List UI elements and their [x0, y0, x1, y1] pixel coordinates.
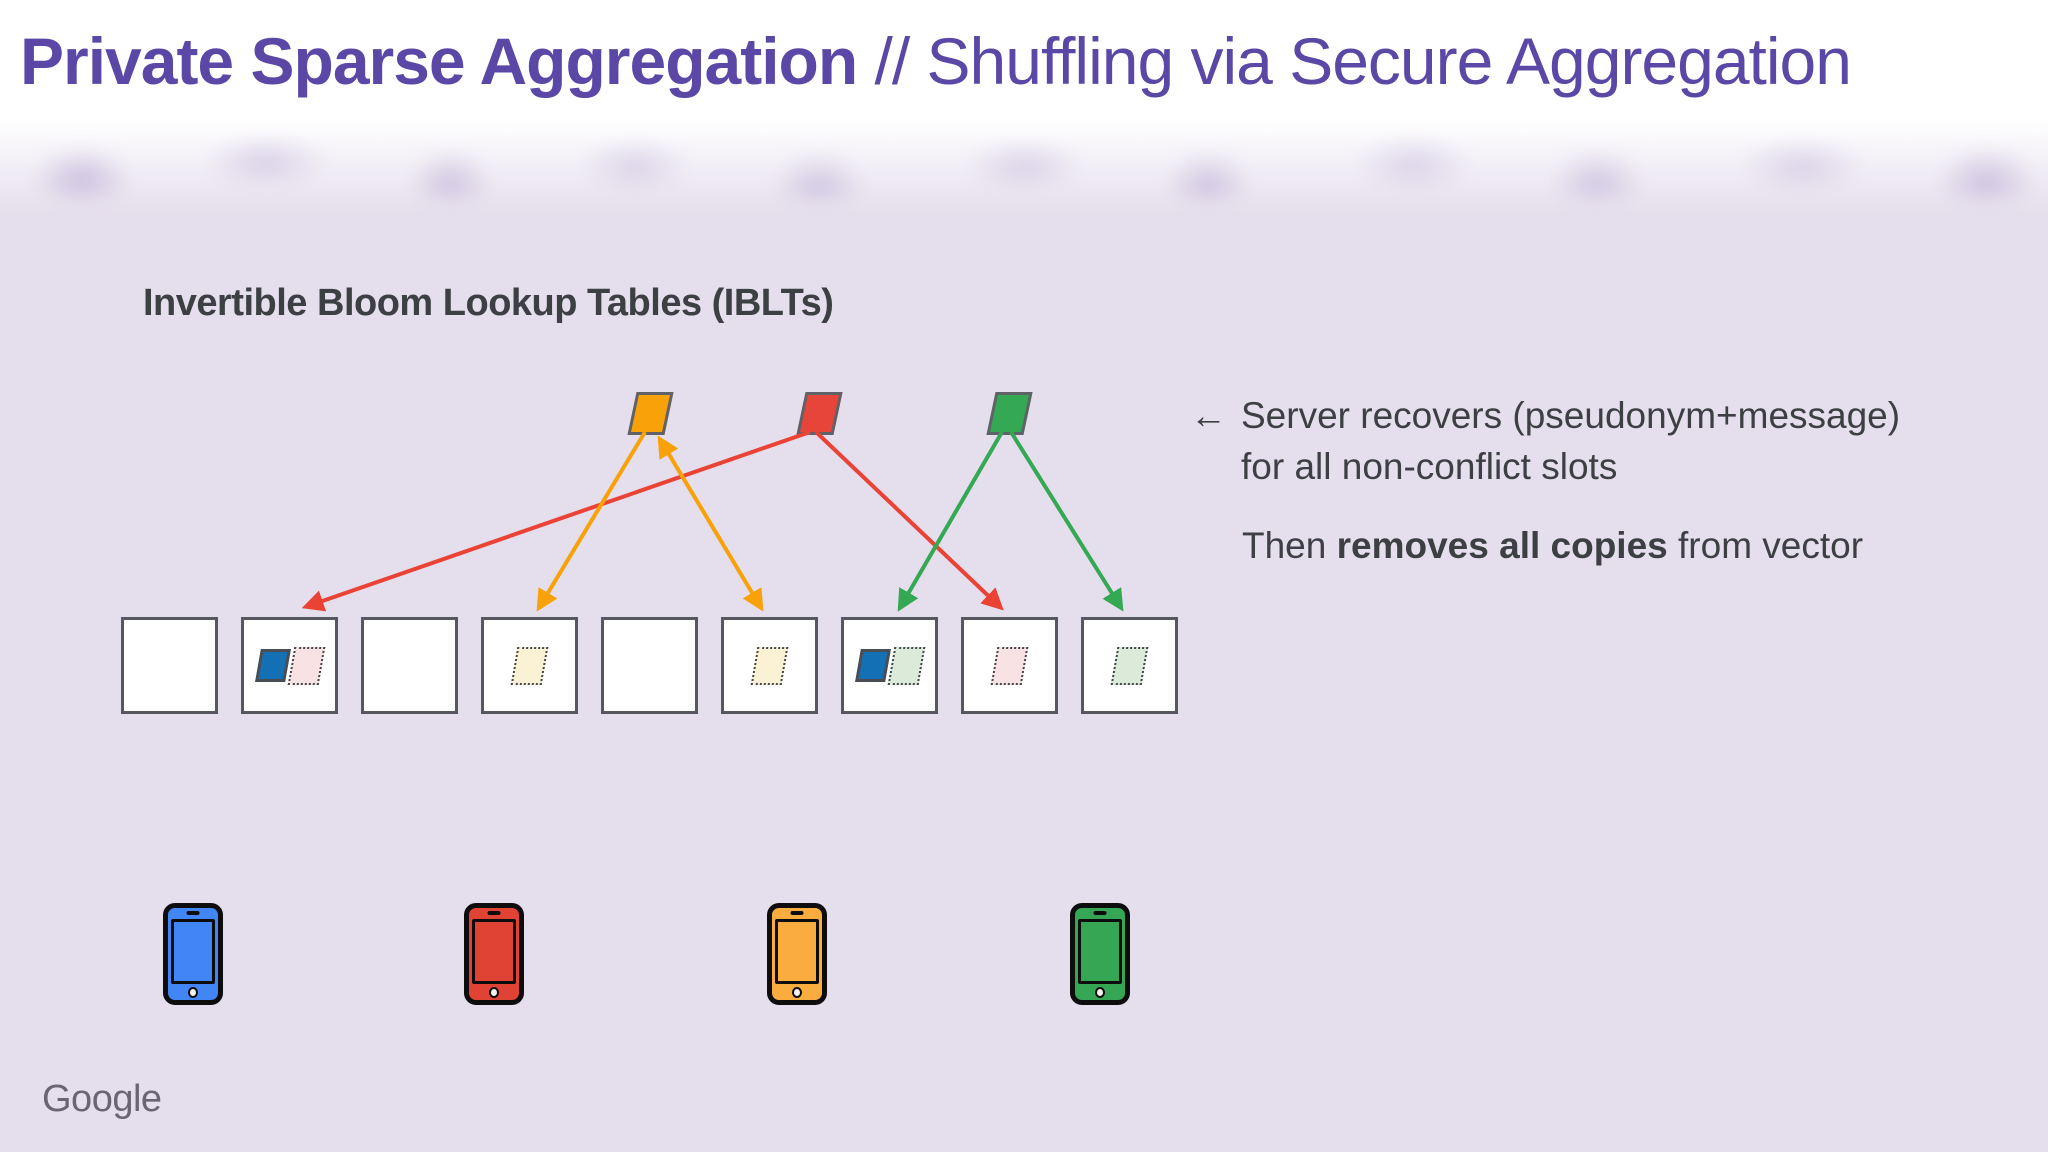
annotation-line-2: for all non-conflict slots	[1241, 446, 1618, 487]
iblt-slot-7	[841, 617, 938, 714]
left-arrow-glyph: ←	[1190, 395, 1227, 436]
phone-screen	[775, 919, 819, 984]
annotation-tail-text: from vector	[1667, 525, 1864, 566]
phone-home-button	[792, 986, 802, 998]
phone-speaker	[790, 911, 804, 915]
iblt-slot-8	[961, 617, 1058, 714]
google-logo: Google	[42, 1078, 162, 1120]
iblt-slot-2	[241, 617, 338, 714]
arrow-green-to-slot9	[1009, 430, 1124, 612]
slide-title-regular: // Shuffling via Secure Aggregation	[857, 24, 1851, 98]
arrow-orange-to-slot4	[536, 430, 647, 612]
phone-speaker	[487, 911, 501, 915]
iblt-slot-3	[361, 617, 458, 714]
annotation-line-1: Server recovers (pseudonym+message)	[1241, 395, 1901, 436]
recovered-item-orange-parallelogram	[627, 392, 674, 435]
slot-item-removed-red	[287, 646, 325, 685]
header-blur-band	[0, 116, 2048, 200]
phone-screen	[171, 919, 215, 984]
arrow-red-to-slot2	[301, 430, 811, 612]
iblt-slot-5	[601, 617, 698, 714]
phone-icon-red	[464, 903, 524, 1005]
slot-item-removed-orange	[510, 646, 549, 685]
slide-title: Private Sparse Aggregation // Shuffling …	[20, 24, 1852, 100]
phone-speaker	[1093, 911, 1107, 915]
slot-item-removed-green	[1110, 646, 1149, 685]
iblt-slot-1	[121, 617, 218, 714]
slot-item-removed-orange	[750, 646, 789, 685]
phone-screen	[472, 919, 516, 984]
phone-screen	[1078, 919, 1122, 984]
section-heading: Invertible Bloom Lookup Tables (IBLTs)	[143, 282, 834, 324]
phone-home-button	[188, 986, 198, 998]
arrow-red-to-slot8	[814, 430, 1004, 611]
phone-home-button	[1095, 986, 1105, 998]
arrow-orange-slot6-bidirectional	[657, 435, 764, 612]
phone-icon-orange	[767, 903, 827, 1005]
annotation-then-text: Then	[1242, 525, 1337, 566]
phone-home-button	[489, 986, 499, 998]
slot-item-removed-green	[887, 646, 925, 685]
recovered-item-red-parallelogram	[796, 392, 843, 435]
annotation: ← Server recovers (pseudonym+message) fo…	[1190, 390, 2020, 571]
phone-icon-blue	[163, 903, 223, 1005]
slot-item-removed-red	[990, 646, 1029, 685]
iblt-slot-9	[1081, 617, 1178, 714]
annotation-bold-text: removes all copies	[1336, 525, 1668, 566]
arrow-green-to-slot7	[897, 430, 1004, 612]
iblt-slot-6	[721, 617, 818, 714]
slot-item-present-blue	[854, 649, 891, 682]
slide-title-bold: Private Sparse Aggregation	[20, 24, 858, 98]
recovered-item-green-parallelogram	[986, 392, 1033, 435]
phone-icon-green	[1070, 903, 1130, 1005]
phone-speaker	[186, 911, 200, 915]
slot-item-present-blue	[254, 649, 291, 682]
annotation-paragraph-2: Then removes all copies from vector	[1242, 520, 2020, 571]
iblt-slot-4	[481, 617, 578, 714]
annotation-paragraph-1: Server recovers (pseudonym+message) for …	[1241, 390, 1900, 492]
